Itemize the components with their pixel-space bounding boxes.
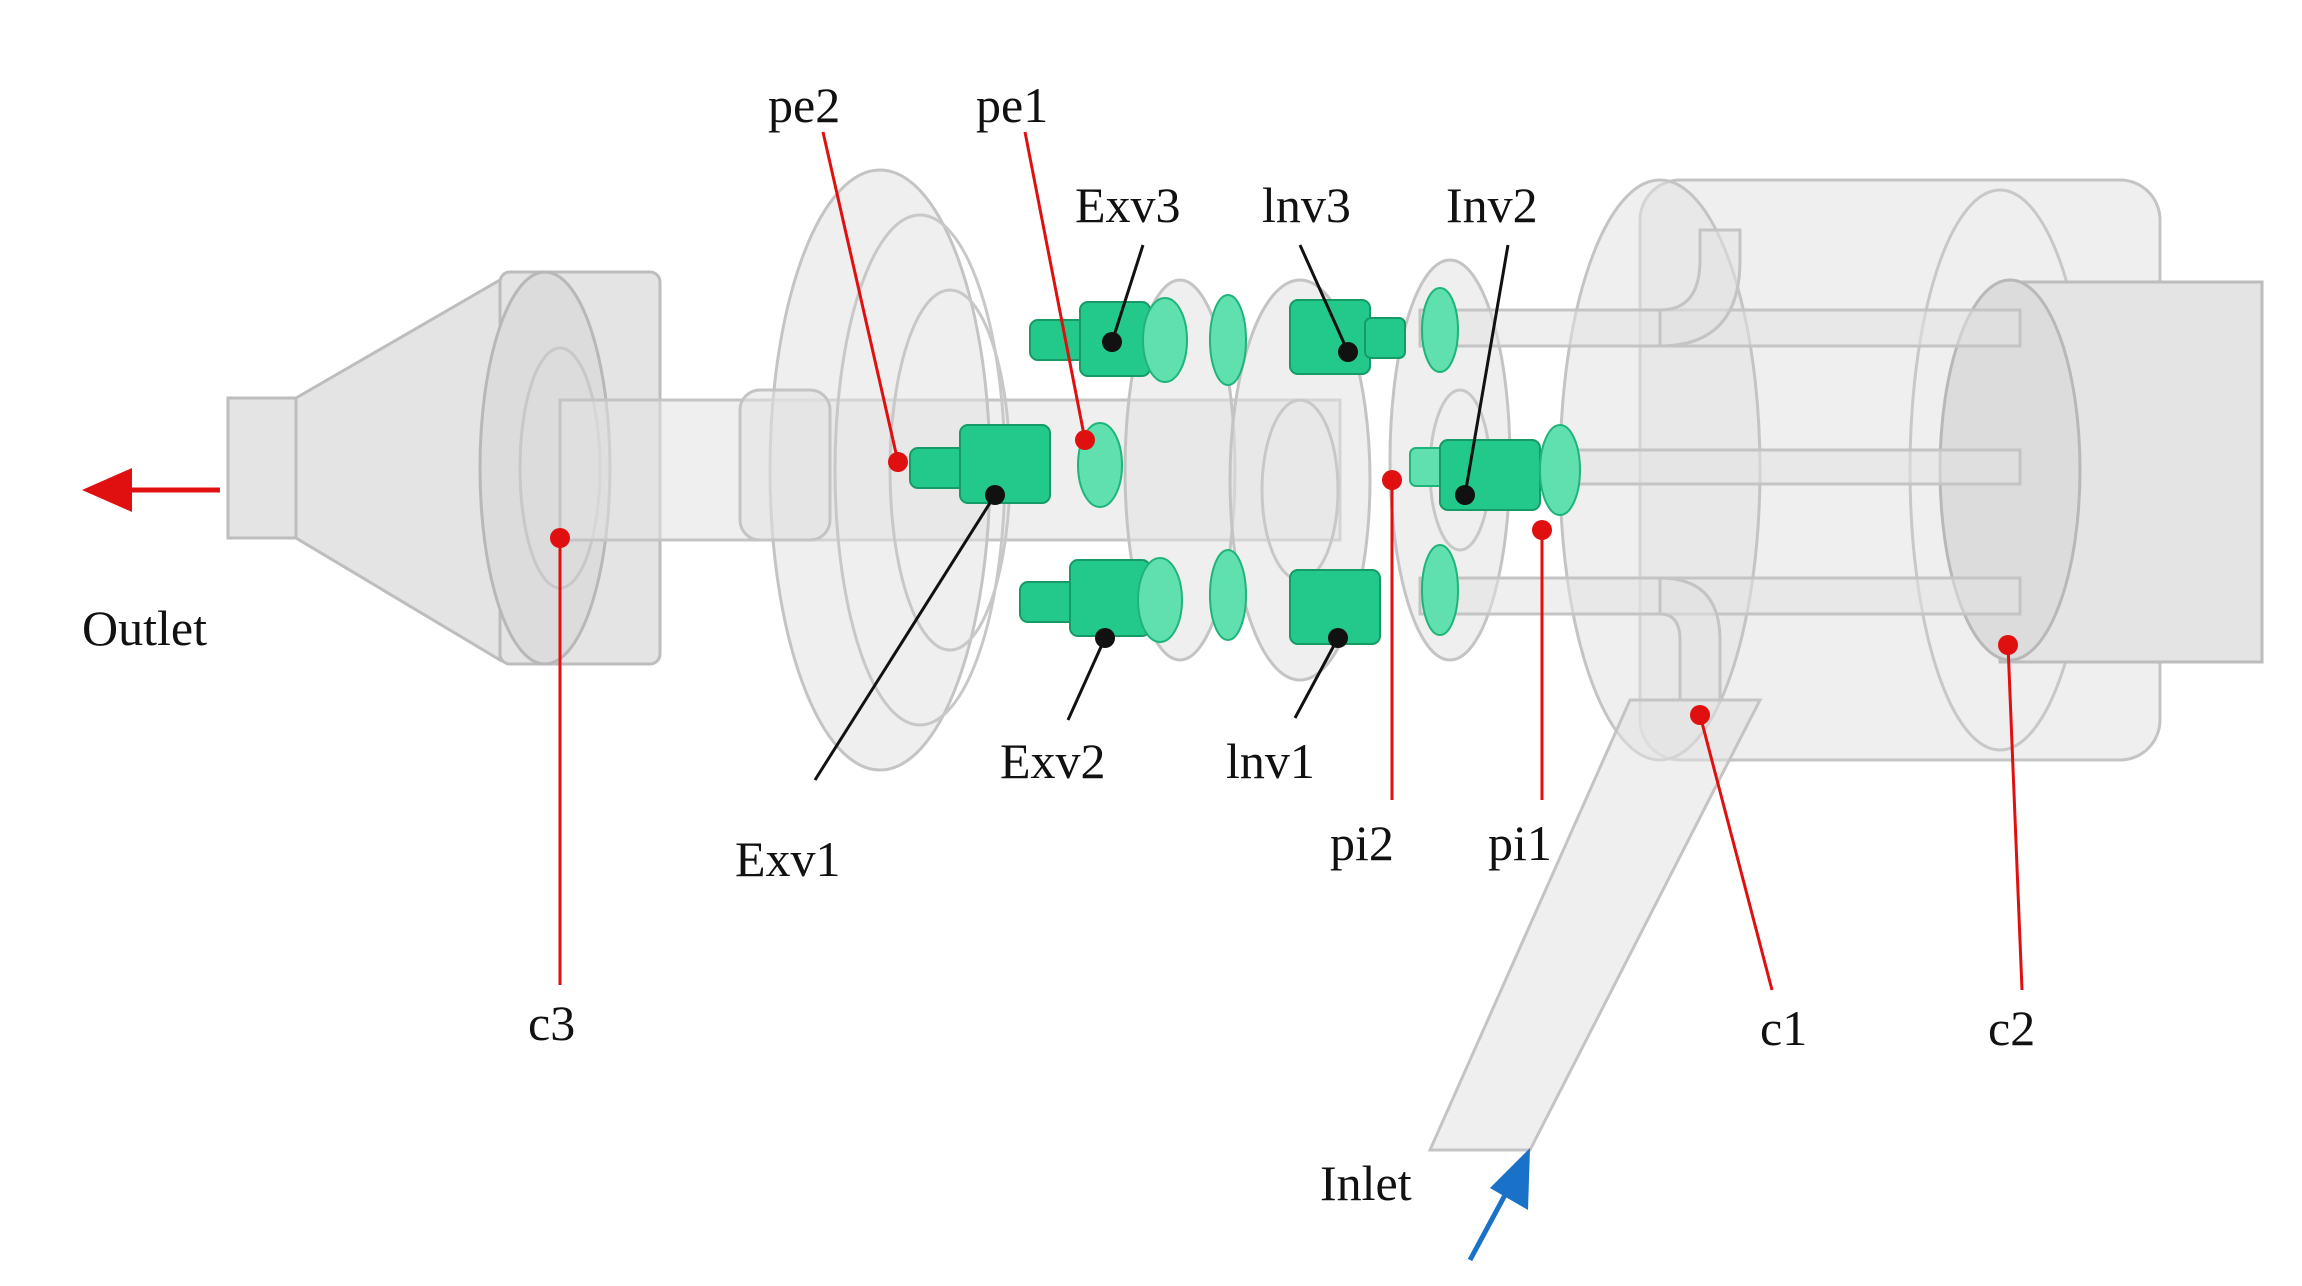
lower-elbow xyxy=(1658,576,1722,702)
outlet-arrow xyxy=(82,468,220,512)
inlet-arrow xyxy=(1467,1148,1530,1262)
label-inlet: Inlet xyxy=(1320,1155,1412,1211)
probe-leaders xyxy=(550,131,2024,991)
label-inv3: lnv3 xyxy=(1262,177,1351,233)
label-c1: c1 xyxy=(1760,1000,1807,1056)
valve-inv3 xyxy=(1289,287,1459,375)
label-c2: c2 xyxy=(1988,1000,2035,1056)
probe-dot-c3 xyxy=(550,528,570,548)
outlet-cone xyxy=(294,277,502,663)
label-inv2: Inv2 xyxy=(1446,177,1538,233)
label-pi1: pi1 xyxy=(1488,815,1552,871)
label-pe1: pe1 xyxy=(976,77,1048,133)
valve-leaders xyxy=(813,244,1510,781)
probe-dot-c1 xyxy=(1690,705,1710,725)
labels: pe2 pe1 Exv3 lnv3 Inv2 Outlet Exv1 Exv2 … xyxy=(82,77,2035,1211)
probe-dot-pi1 xyxy=(1532,520,1552,540)
valve-inv1 xyxy=(1289,544,1459,645)
upper-elbow xyxy=(1658,228,1742,348)
probe-dot-c2 xyxy=(1998,635,2018,655)
label-inv1: lnv1 xyxy=(1226,733,1315,789)
inlet-chamber xyxy=(1418,178,2264,1152)
probe-dot-pe1 xyxy=(1075,430,1095,450)
hub xyxy=(738,388,832,542)
probe-dot-pi2 xyxy=(1382,470,1402,490)
outlet-pipe xyxy=(226,396,300,540)
label-pi2: pi2 xyxy=(1330,815,1394,871)
label-exv1: Exv1 xyxy=(735,831,841,887)
valve-plate-assembly xyxy=(738,168,1012,772)
inlet-pipe xyxy=(1427,698,1763,1152)
probe-dot-pe2 xyxy=(888,452,908,472)
lower-pipe xyxy=(1418,576,2022,616)
label-pe2: pe2 xyxy=(768,77,840,133)
label-exv2: Exv2 xyxy=(1000,733,1106,789)
valve-exv2 xyxy=(1019,549,1247,643)
label-exv3: Exv3 xyxy=(1075,177,1181,233)
label-c3: c3 xyxy=(528,995,575,1051)
label-outlet: Outlet xyxy=(82,600,207,656)
